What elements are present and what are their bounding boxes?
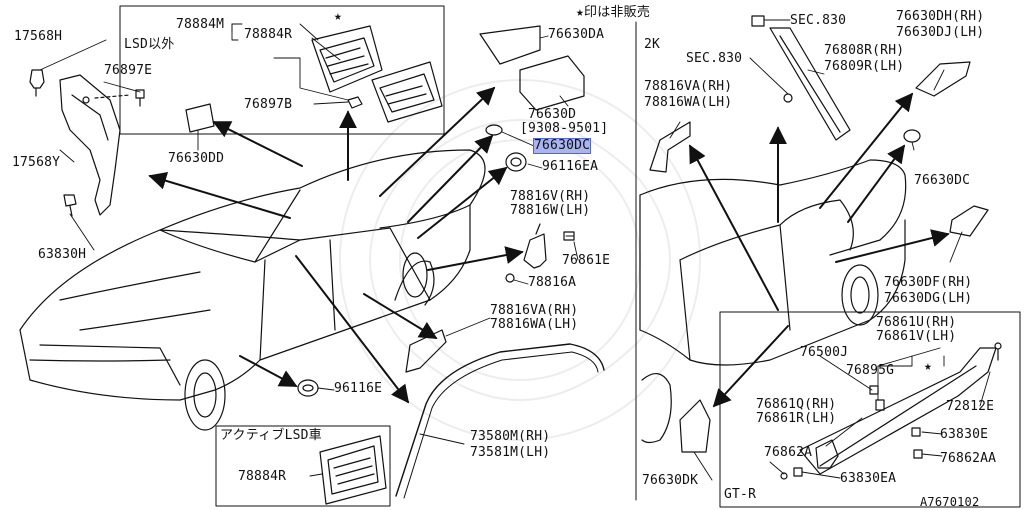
label-76861U: 76861U(RH) [876,315,957,330]
clip-76895G-glyph [875,399,885,411]
box-active-lsd-label: アクティブLSD車 [220,428,322,443]
label-76630DK: 76630DK [642,473,699,488]
film-78816VA-right-glyph [649,121,691,173]
label-76630DC-left-highlighted: 76630DC [532,138,592,154]
clip-17568H-glyph [29,69,45,97]
film-76630DD-glyph [185,103,215,133]
label-78816WA-left: 78816WA(LH) [490,317,579,332]
film-76630DH-glyph [915,61,971,97]
label-76630DF: 76630DF(RH) [884,275,973,290]
cover-78884R-bottom-glyph [319,435,387,505]
label-96116EA: 96116EA [542,159,599,174]
label-76630DH: 76630DH(RH) [896,9,985,24]
bracket-76861Q-glyph [815,439,839,469]
label-76861V: 76861V(LH) [876,329,957,344]
film-76630DC-left-glyph [485,124,503,136]
direction-arrows [148,86,950,408]
label-73581M: 73581M(LH) [470,445,551,460]
section-gt-r-label: GT-R [724,487,757,502]
label-78884R-top: 78884R [244,27,293,42]
gt-r-box [719,311,1021,508]
pillar-76808R-glyph [769,27,851,141]
label-76861E: 76861E [562,253,611,268]
film-76630D-glyph [519,55,585,111]
label-76630DJ: 76630DJ(LH) [896,25,985,40]
label-76861R: 76861R(LH) [756,411,837,426]
label-78884R-bottom: 78884R [238,469,287,484]
label-78816A: 78816A [528,275,577,290]
label-63830EA: 63830EA [840,471,897,486]
film-76630DF-glyph [949,205,989,237]
figure-id: A7670102 [920,495,980,509]
label-78884M: 78884M [176,17,225,32]
screw-76897E-glyph [135,89,145,107]
label-76862AA: 76862AA [940,451,997,466]
label-78816VA-left: 78816VA(RH) [490,303,579,318]
film-76630DK-glyph [679,399,711,453]
bolt-72812E-glyph [994,342,1002,361]
screw-76862AA-glyph [913,449,923,459]
star-top: ★ [334,9,343,24]
cover-78884R-glyph [371,61,443,123]
label-76630D-range: [9308-9501] [520,121,609,136]
label-72812E: 72812E [946,399,995,414]
label-17568Y: 17568Y [12,155,61,170]
left-car-body [19,149,486,431]
label-63830E: 63830E [940,427,989,442]
label-96116E: 96116E [334,381,383,396]
label-76630DG: 76630DG(LH) [884,291,973,306]
label-76500J: 76500J [800,345,849,360]
grommet-96116EA-glyph [505,152,527,172]
box-lsd-other-label: LSD以外 [124,37,175,52]
section-2k-label: 2K [644,37,661,52]
film-76630DC-right-glyph [903,129,921,143]
cover-78884M-glyph [311,25,383,93]
label-76630D: 76630D [528,107,577,122]
label-76630DA: 76630DA [548,27,605,42]
film-76630DA-glyph [479,25,541,65]
not-for-sale-note: ★印は非販売 [576,5,651,20]
label-76808R: 76808R(RH) [824,43,905,58]
label-76895G: 76895G [846,363,895,378]
label-73580M: 73580M(RH) [470,429,551,444]
label-76809R: 76809R(LH) [824,59,905,74]
label-78816V: 78816V(RH) [510,189,591,204]
bracket-78816V-glyph [523,223,547,269]
moulding-73580M-glyph [395,343,605,497]
label-63830H: 63830H [38,247,87,262]
clip-sec830-glyph [751,15,765,27]
clip-63830E-glyph [911,427,921,437]
label-76861Q: 76861Q(RH) [756,397,837,412]
sill-76861U-glyph [799,347,997,475]
nut-76897B-glyph [347,96,363,109]
label-78816WA-right: 78816WA(LH) [644,95,733,110]
label-76862A: 76862A [764,445,813,460]
label-76630DD: 76630DD [168,151,225,166]
label-78816VA-right: 78816VA(RH) [644,79,733,94]
splash-panel-17568Y-glyph [59,74,131,216]
label-76897E: 76897E [104,63,153,78]
clip-63830H-glyph [63,194,77,217]
grommet-96116E-glyph [297,379,319,397]
clip-sec830-mid-glyph [783,93,793,103]
label-78816W: 78816W(LH) [510,203,591,218]
right-car-body [639,159,907,444]
label-76897B: 76897B [244,97,293,112]
screw-76862A-glyph [780,472,788,480]
label-17568H: 17568H [14,29,63,44]
clip-63830EA-glyph [793,467,803,477]
label-sec830-top: SEC.830 [790,13,847,28]
leader-lines [39,19,991,481]
star-right: ★ [924,359,933,374]
label-sec830-mid: SEC.830 [686,51,743,66]
lsd-other-box [119,5,445,135]
active-lsd-box [215,425,391,507]
screw-78816A-glyph [505,273,515,283]
label-76630DC-right: 76630DC [914,173,971,188]
